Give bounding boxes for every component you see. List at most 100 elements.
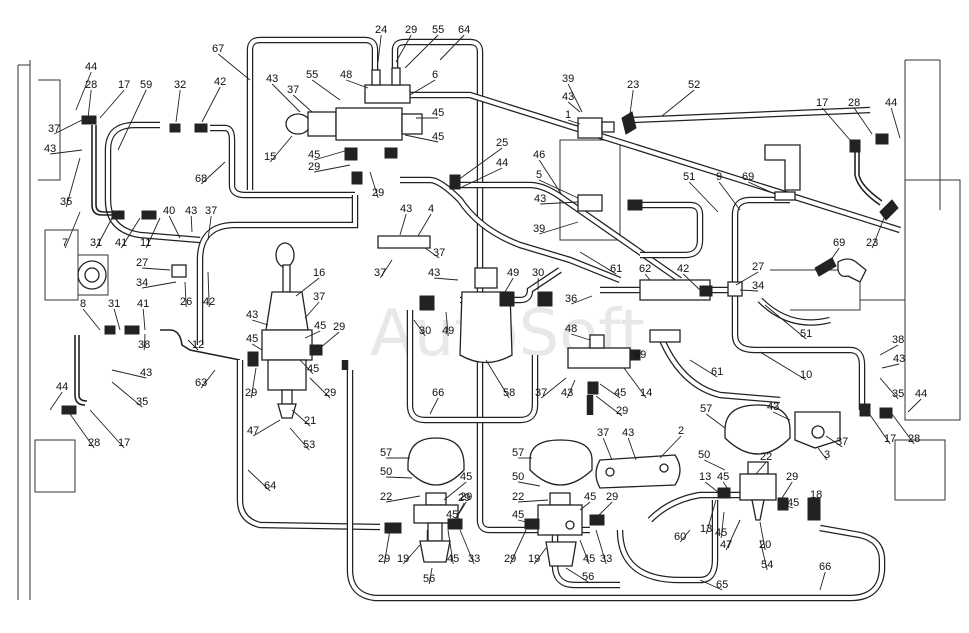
callout-c137: 50 [512,471,541,487]
callout-number: 43 [185,205,197,217]
callout-number: 29 [460,491,472,503]
callout-leader [429,397,439,415]
callout-leader [445,311,449,337]
callout-leader [566,379,576,399]
callout-c24: 37 [48,119,83,135]
callout-c35: 34 [136,277,177,289]
callout-number: 2 [678,425,684,437]
callout-leader [439,34,465,61]
callout-number: 7 [62,237,68,249]
callout-leader [447,529,454,565]
callout-c81: 39 [533,221,579,235]
left-frame-rail [17,60,79,600]
callout-leader [434,277,459,281]
callout-leader [424,247,440,259]
callout-leader [538,179,579,199]
callout-number: 34 [136,277,148,289]
callout-number: 17 [884,433,896,445]
filter-58 [459,267,513,364]
callout-leader [867,411,891,445]
callout-c56: 45 [299,359,319,375]
callout-c18: 45 [404,131,444,143]
callout-c14: 6 [409,69,438,96]
callout-c19: 15 [264,135,293,163]
callout-number: 36 [565,293,577,305]
callout-leader [811,499,817,506]
callout-c82: 23 [627,79,639,115]
callout-number: 30 [532,267,544,279]
hand-brake-valve-16 [261,242,313,419]
callout-leader [145,217,161,249]
callout-leader [252,319,269,326]
callout-leader [386,495,421,503]
callout-leader [386,476,413,479]
callout-number: 61 [711,366,723,378]
callout-c72: 66 [429,387,444,415]
callout-c112: 17 [867,411,896,445]
callout-c64: 37 [424,247,445,259]
callout-number: 45 [314,320,326,332]
callout-c147: 57 [380,447,410,459]
callout-c40: 41 [137,298,149,331]
callout-number: 50 [512,471,524,483]
callout-c77: 1 [565,109,581,125]
callout-leader [629,89,634,115]
callout-leader [399,213,407,236]
callout-number: 40 [163,205,175,217]
callout-leader [142,267,171,271]
callout-leader [755,461,767,475]
callout-leader [540,377,567,399]
valve-14 [567,334,631,369]
callout-leader [314,149,349,161]
callout-c157: 56 [423,567,435,585]
callout-leader [504,277,514,293]
callout-leader [75,71,92,111]
callout-number: 45 [432,131,444,143]
callout-number: 53 [303,439,315,451]
callout-number: 13 [700,523,712,535]
callout-leader [579,539,590,565]
callout-number: 65 [716,579,728,591]
callout-leader [907,398,922,413]
callout-leader [539,221,579,235]
callout-number: 37 [535,387,547,399]
callout-c111: 44 [907,388,927,413]
callout-c104: 69 [827,237,845,265]
callout-number: 43 [44,143,56,155]
callout-number: 45 [308,149,320,161]
callout-number: 43 [622,427,634,439]
callout-number: 8 [80,298,86,310]
callout-number: 31 [108,298,120,310]
callout-number: 47 [720,539,732,551]
callout-c143: 19 [528,547,547,565]
callout-number: 37 [205,205,217,217]
callout-leader [825,435,843,448]
callout-number: 45 [614,387,626,399]
callout-c128: 45 [779,497,799,509]
callout-number: 29 [504,553,516,565]
callout-number: 66 [432,387,444,399]
callout-leader [565,567,589,583]
callout-leader [379,259,393,279]
callout-number: 14 [640,387,652,399]
callout-c5: 32 [174,79,186,123]
callout-number: 43 [893,353,905,365]
callout-number: 44 [56,381,68,393]
callout-number: 48 [565,323,577,335]
callout-leader [759,521,766,551]
callout-c39: 31 [108,298,121,331]
callout-leader [759,539,768,571]
callout-leader [271,83,301,113]
callout-leader [718,181,741,211]
callout-number: 33 [600,553,612,565]
callout-c74: 44 [459,157,508,189]
callout-leader [871,217,885,249]
callout-c45: 44 [49,381,68,411]
callout-c140: 29 [597,491,618,517]
callout-c27: 7 [62,211,81,249]
callout-number: 37 [374,267,386,279]
callout-number: 58 [503,387,515,399]
callout-c96: 34 [739,280,764,292]
callout-c30: 11 [140,217,161,249]
bracket-2 [595,454,681,489]
